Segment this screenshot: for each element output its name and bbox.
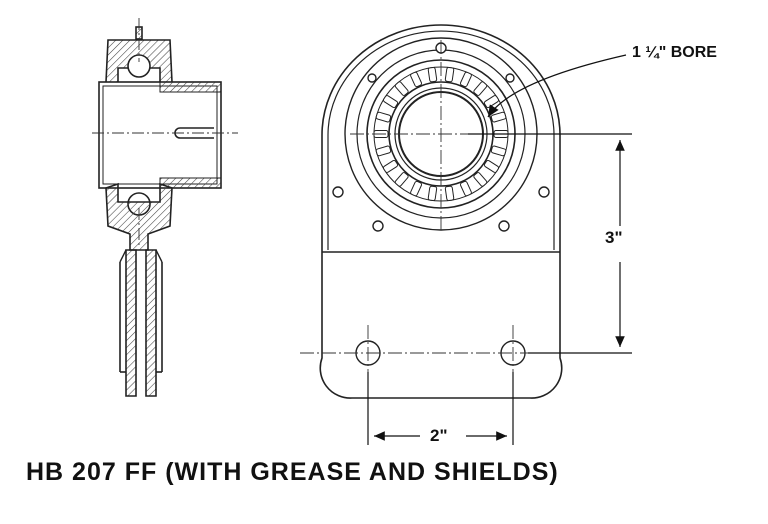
roller [394, 81, 409, 96]
roller [483, 159, 499, 173]
roller [490, 145, 507, 157]
bolt-hole [332, 186, 344, 198]
roller [375, 111, 392, 123]
roller [473, 81, 488, 96]
bolt-hole [498, 220, 510, 232]
roller [473, 172, 488, 187]
roller [459, 180, 472, 197]
bore-leader [487, 54, 627, 118]
bolt-hole [505, 73, 515, 83]
vertical-dimension-label: 3" [605, 228, 623, 247]
roller [427, 66, 438, 83]
horizontal-dimension [367, 372, 514, 445]
roller-elements [373, 66, 509, 202]
side-centerlines [92, 18, 238, 245]
vertical-dimension [468, 133, 632, 354]
roller [444, 66, 455, 83]
roller [383, 159, 399, 173]
roller [410, 180, 423, 197]
side-section-view [98, 26, 222, 397]
front-centerlines [300, 40, 540, 372]
roller [444, 185, 455, 202]
bolt-hole [367, 73, 377, 83]
roller [410, 71, 423, 88]
bore-label: 1 ¼" BORE [632, 44, 717, 61]
bolt-hole [538, 186, 550, 198]
horizontal-dimension-label: 2" [426, 426, 452, 446]
roller [427, 185, 438, 202]
flange-leg-left [125, 249, 137, 397]
roller [459, 71, 472, 88]
roller [394, 172, 409, 187]
roller [383, 95, 399, 109]
flange-leg-right [145, 249, 157, 397]
housing-bolt-holes [332, 42, 550, 232]
drawing-caption: HB 207 FF (WITH GREASE AND SHIELDS) [26, 458, 559, 486]
bolt-hole [372, 220, 384, 232]
roller [375, 145, 392, 157]
